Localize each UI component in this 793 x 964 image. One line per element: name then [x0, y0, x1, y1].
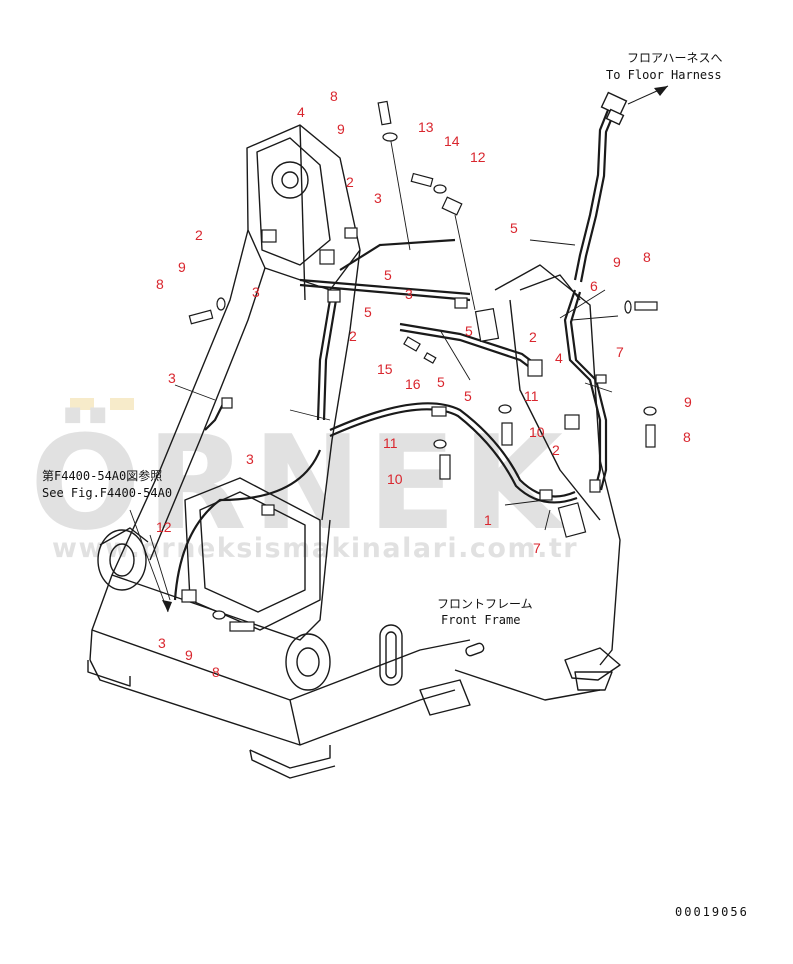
- grommet: [589, 479, 601, 493]
- callout-2: 2: [349, 328, 357, 344]
- callout-5: 5: [384, 267, 392, 283]
- callout-15: 15: [377, 361, 393, 377]
- callout-3: 3: [168, 370, 176, 386]
- callout-2: 2: [529, 329, 537, 345]
- bolt-13: [410, 172, 434, 188]
- callout-5: 5: [464, 388, 472, 404]
- bolt-8-top: [377, 100, 392, 126]
- callout-8: 8: [330, 88, 338, 104]
- callout-12: 12: [470, 149, 486, 165]
- callout-4: 4: [297, 104, 305, 120]
- leader-lines: [149, 102, 619, 601]
- callout-9: 9: [337, 121, 345, 137]
- front-frame-label-jp: フロントフレーム: [437, 597, 533, 611]
- callout-5: 5: [364, 304, 372, 320]
- callout-5: 5: [465, 323, 473, 339]
- floor-harness-label-en: To Floor Harness: [606, 68, 722, 82]
- washer-9-left: [216, 297, 226, 311]
- callout-12: 12: [156, 519, 172, 535]
- reference-label-jp: 第F4400-54A0図参照: [42, 468, 162, 483]
- clamp-2-mid: [527, 359, 543, 377]
- callout-3: 3: [374, 190, 382, 206]
- watermark-url: www.orneksismakinalari.com.tr: [52, 533, 578, 564]
- callout-2: 2: [195, 227, 203, 243]
- bolt-8-left: [188, 309, 214, 325]
- callout-8: 8: [212, 664, 220, 680]
- callout-11: 11: [383, 435, 398, 451]
- callout-3: 3: [158, 635, 166, 651]
- callout-16: 16: [405, 376, 421, 392]
- floor-harness-connector: [600, 91, 628, 126]
- callout-2: 2: [346, 174, 354, 190]
- washer-11-left: [433, 439, 447, 449]
- washer-9-right: [624, 300, 632, 314]
- floor-harness-label-jp: フロアハーネスへ: [627, 51, 723, 65]
- callout-5: 5: [510, 220, 518, 236]
- clip-12-top: [441, 196, 463, 216]
- bolt-8-bottom: [229, 621, 255, 632]
- clamp-2-low: [564, 414, 580, 430]
- callout-3: 3: [252, 284, 260, 300]
- callout-9: 9: [684, 394, 692, 410]
- callout-9: 9: [178, 259, 186, 275]
- clamp-3-lower: [181, 589, 197, 603]
- callout-9: 9: [185, 647, 193, 663]
- callout-4: 4: [555, 350, 563, 366]
- callout-1: 1: [484, 512, 492, 528]
- callout-2: 2: [552, 442, 560, 458]
- drawing-number: 00019056: [675, 905, 749, 919]
- text-labels: フロアハーネスへ To Floor Harness 第F4400-54A0図参照…: [42, 51, 749, 919]
- callout-9: 9: [613, 254, 621, 270]
- callout-8: 8: [643, 249, 651, 265]
- callout-5: 5: [437, 374, 445, 390]
- hardware-parts: [181, 100, 658, 632]
- callout-10: 10: [529, 424, 545, 440]
- reference-label-en: See Fig.F4400-54A0: [42, 486, 172, 500]
- callout-7: 7: [533, 540, 541, 556]
- to-floor-harness-arrow: [627, 85, 669, 105]
- washer-11-right: [498, 404, 512, 414]
- callout-7: 7: [616, 344, 624, 360]
- bolt-8-lower: [645, 424, 656, 448]
- bracket-right: [474, 307, 500, 343]
- clamp-7-up: [595, 374, 607, 384]
- callout-11: 11: [524, 388, 539, 404]
- clamp-3-left: [221, 397, 233, 409]
- part-15: [403, 336, 421, 352]
- callout-numbers: 8 9 4 13 14 12 2 3 2 5 9 8 3 2 5 3 6 9 8…: [156, 88, 692, 680]
- clamp-3-right: [454, 297, 468, 309]
- watermark-accent-left: [70, 398, 94, 410]
- clamp-2-upper: [344, 227, 358, 239]
- callout-3: 3: [246, 451, 254, 467]
- front-frame-label-en: Front Frame: [441, 613, 520, 627]
- callout-8: 8: [683, 429, 691, 445]
- callout-13: 13: [418, 119, 434, 135]
- watermark-accent-right: [110, 398, 134, 410]
- bolt-10-left: [439, 454, 451, 480]
- bolt-10-right: [501, 422, 513, 446]
- callout-8: 8: [156, 276, 164, 292]
- washer-9-top: [382, 132, 398, 142]
- washer-9-bottom: [212, 610, 226, 620]
- reference-arrow: [129, 509, 172, 613]
- callout-14: 14: [444, 133, 460, 149]
- clamp-3-bottom: [261, 504, 275, 516]
- clamp-3-upper: [319, 249, 335, 265]
- clamp-7-low: [539, 489, 553, 501]
- part-16: [423, 352, 437, 364]
- callout-3: 3: [405, 286, 413, 302]
- clamp-2-center: [327, 289, 341, 303]
- washer-9-lower: [643, 406, 657, 416]
- clamp-5: [431, 406, 447, 417]
- bolt-8-right: [634, 301, 658, 311]
- plate-7: [557, 502, 587, 538]
- clamp-2-left: [261, 229, 277, 243]
- callout-10: 10: [387, 471, 403, 487]
- callout-6: 6: [590, 278, 598, 294]
- washer-14: [433, 184, 447, 194]
